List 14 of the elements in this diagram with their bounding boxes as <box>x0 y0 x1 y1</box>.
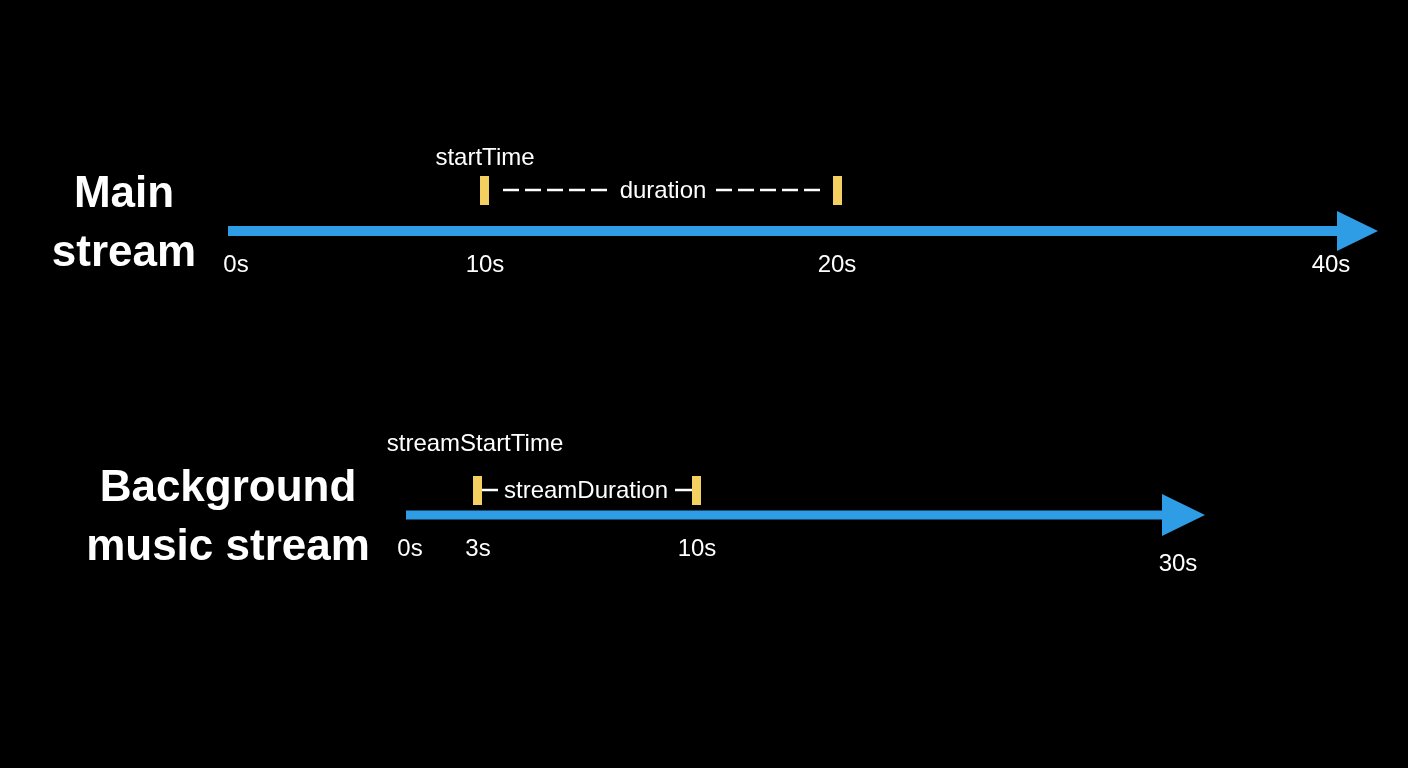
time-tick-label: 20s <box>817 249 857 279</box>
stream-title: Background music stream <box>85 460 371 571</box>
time-tick-label: 40s <box>1311 249 1351 279</box>
stream-title: Main stream <box>50 166 198 277</box>
time-tick-label: 10s <box>677 533 717 563</box>
time-tick-label: 0s <box>223 249 249 279</box>
duration-label: duration <box>619 175 707 205</box>
time-tick-label: 10s <box>465 249 505 279</box>
parameter-label: startTime <box>435 142 535 172</box>
time-tick-label: 0s <box>397 533 423 563</box>
time-tick-label: 3s <box>465 533 491 563</box>
duration-label: streamDuration <box>503 475 669 505</box>
parameter-label: streamStartTime <box>386 428 564 458</box>
time-tick-label: 30s <box>1158 548 1198 578</box>
